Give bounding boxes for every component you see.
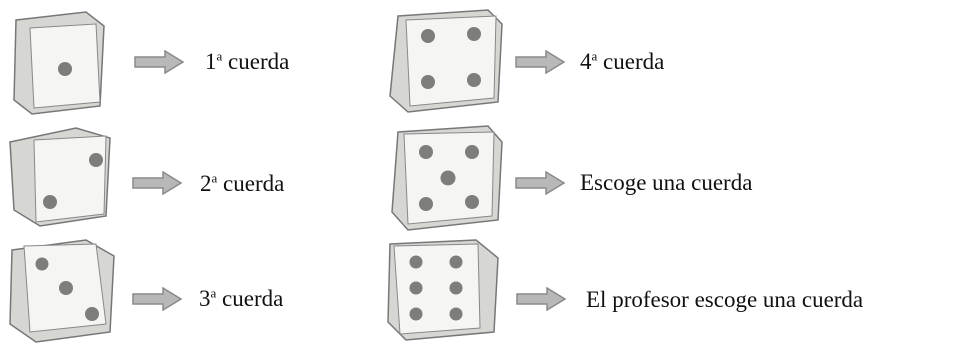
right-arrow-icon xyxy=(515,171,566,195)
dice-label-2: 2a cuerda xyxy=(200,170,285,196)
die-face-2-icon xyxy=(9,127,111,227)
dice-label-1: 1a cuerda xyxy=(205,48,290,74)
dice-label-3: 3a cuerda xyxy=(199,285,284,311)
die-face-5-icon xyxy=(391,125,503,231)
right-arrow-icon xyxy=(515,50,566,74)
right-arrow-icon xyxy=(132,171,183,195)
right-arrow-icon xyxy=(132,287,183,311)
dice-label-6: El profesor escoge una cuerda xyxy=(586,287,864,312)
die-face-3-icon xyxy=(9,239,115,343)
die-face-1-icon xyxy=(13,11,105,115)
dice-label-5: Escoge una cuerda xyxy=(580,170,753,195)
die-face-6-icon xyxy=(387,239,499,341)
die-face-4-icon xyxy=(389,9,503,113)
right-arrow-icon xyxy=(134,50,185,74)
right-arrow-icon xyxy=(516,287,567,311)
dice-label-4: 4a cuerda xyxy=(580,48,665,74)
